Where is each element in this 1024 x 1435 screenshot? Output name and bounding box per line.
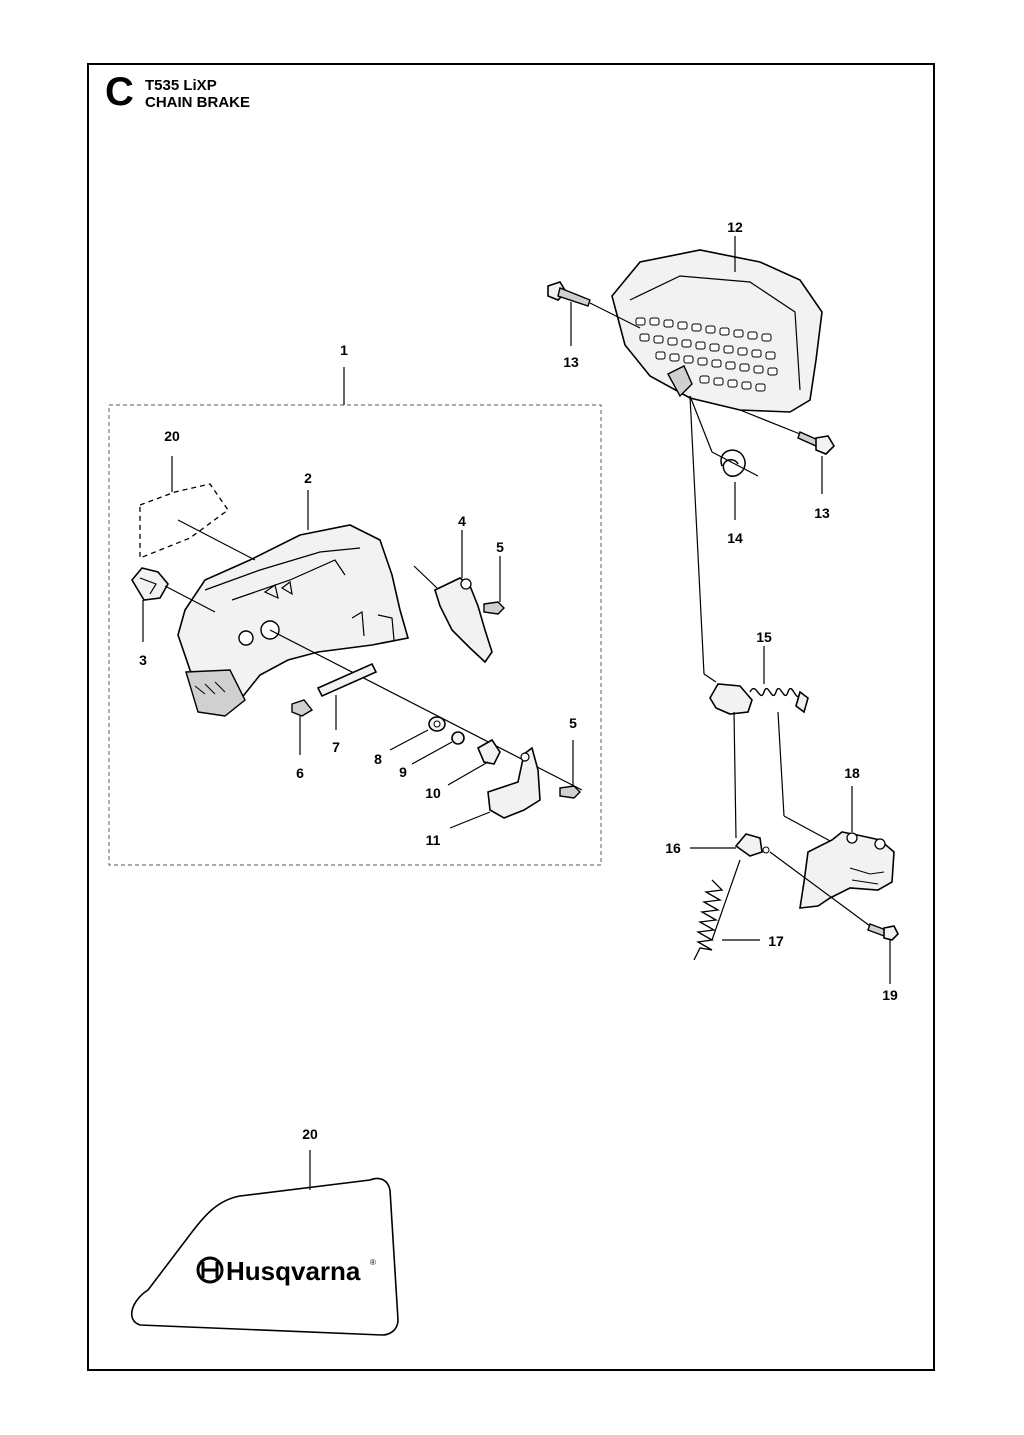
callout-5a: 5: [496, 539, 504, 555]
callout-7: 7: [332, 739, 340, 755]
part-10-bushing: [447, 738, 501, 786]
part-20-decal: Husqvarna ®: [130, 1150, 399, 1336]
callout-1: 1: [340, 342, 348, 358]
callout-8: 8: [374, 751, 382, 767]
callout-14: 14: [727, 530, 743, 546]
callout-9: 9: [399, 764, 407, 780]
callout-10: 10: [425, 785, 441, 801]
callout-11: 11: [426, 832, 441, 848]
assembly-1-box: [108, 404, 602, 866]
part-2-brake-housing: [177, 490, 410, 717]
part-5-screw-a: [483, 556, 505, 615]
part-12-guard: [611, 236, 823, 413]
brand-name: Husqvarna: [226, 1256, 361, 1286]
part-9-ring: [411, 731, 465, 765]
callout-20a: 20: [164, 428, 180, 444]
part-17-spring: [693, 859, 760, 961]
assembly-line-right: [689, 395, 705, 675]
part-14-spring: [689, 395, 759, 520]
part-5-screw-b: [559, 740, 581, 799]
callout-3: 3: [139, 652, 147, 668]
callout-16: 16: [665, 840, 681, 856]
part-15-latch-spring: [709, 646, 809, 715]
part-7-pin: [316, 662, 378, 730]
assembly-line-16: [733, 711, 737, 839]
part-18-brake-arm: [799, 786, 895, 909]
assembly-line-18: [777, 711, 785, 817]
callout-17: 17: [768, 933, 784, 949]
callout-19: 19: [882, 987, 898, 1003]
part-3-clip: [131, 567, 216, 642]
callout-13b: 13: [814, 505, 830, 521]
part-16-pawl: [690, 833, 770, 857]
assembly-line-18b: [783, 815, 833, 843]
part-11-lever: [449, 746, 541, 829]
registered-mark: ®: [370, 1258, 376, 1267]
part-8-washer: [389, 716, 446, 751]
part-19-screw: [769, 851, 899, 984]
callout-15: 15: [756, 629, 772, 645]
part-13-screw-a: [547, 281, 641, 346]
section-letter: C: [105, 70, 134, 114]
callout-4: 4: [458, 513, 466, 529]
husqvarna-logo-icon: [196, 1256, 224, 1284]
callout-5b: 5: [569, 715, 577, 731]
part-4-plate: [413, 530, 493, 664]
callout-12: 12: [727, 219, 743, 235]
callout-20b: 20: [302, 1126, 318, 1142]
section-title: CHAIN BRAKE: [145, 94, 250, 111]
callout-13a: 13: [563, 354, 579, 370]
callout-18: 18: [844, 765, 860, 781]
callout-labels: 1 2 3 4 5 5 6 7 8 9 10 11 12 13 13 14 15…: [139, 219, 898, 1142]
part-13-screw-b: [739, 409, 836, 494]
callout-2: 2: [304, 470, 312, 486]
drawing-border: [87, 63, 935, 1371]
model-name: T535 LiXP: [145, 77, 217, 94]
callout-6: 6: [296, 765, 304, 781]
assembly-line-right-b: [703, 673, 717, 683]
part-6-nut: [291, 699, 314, 755]
part-20-decal-outline: [139, 456, 229, 559]
